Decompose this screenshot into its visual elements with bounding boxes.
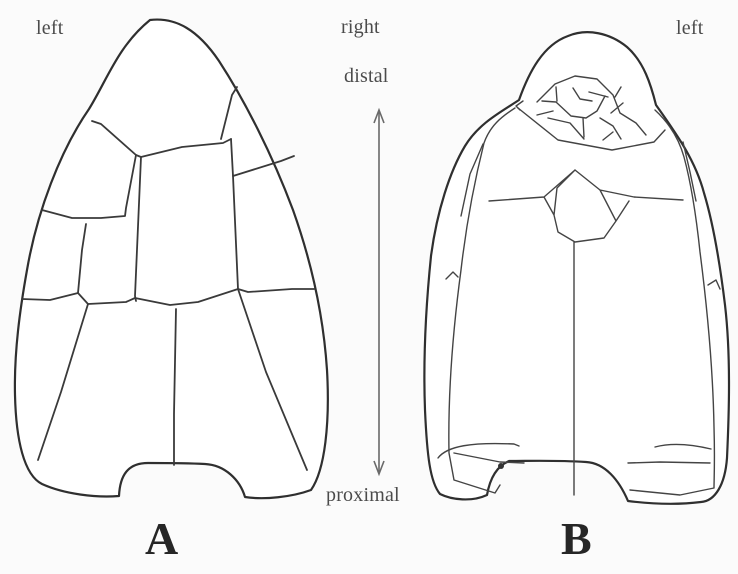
label-left-a: left xyxy=(36,18,63,38)
panel-a-drawing xyxy=(15,20,328,499)
panel-label-a: A xyxy=(145,516,178,562)
panel-b-outline xyxy=(424,32,729,504)
label-distal: distal xyxy=(344,66,389,86)
orientation-arrow xyxy=(374,110,384,474)
label-left-b: left xyxy=(676,18,703,38)
panel-b-drawing xyxy=(424,32,729,504)
panel-label-b: B xyxy=(561,516,592,562)
label-right: right xyxy=(341,17,380,37)
label-proximal: proximal xyxy=(326,485,400,505)
panel-a-outline xyxy=(15,20,328,499)
panel-b-dot xyxy=(498,463,504,469)
